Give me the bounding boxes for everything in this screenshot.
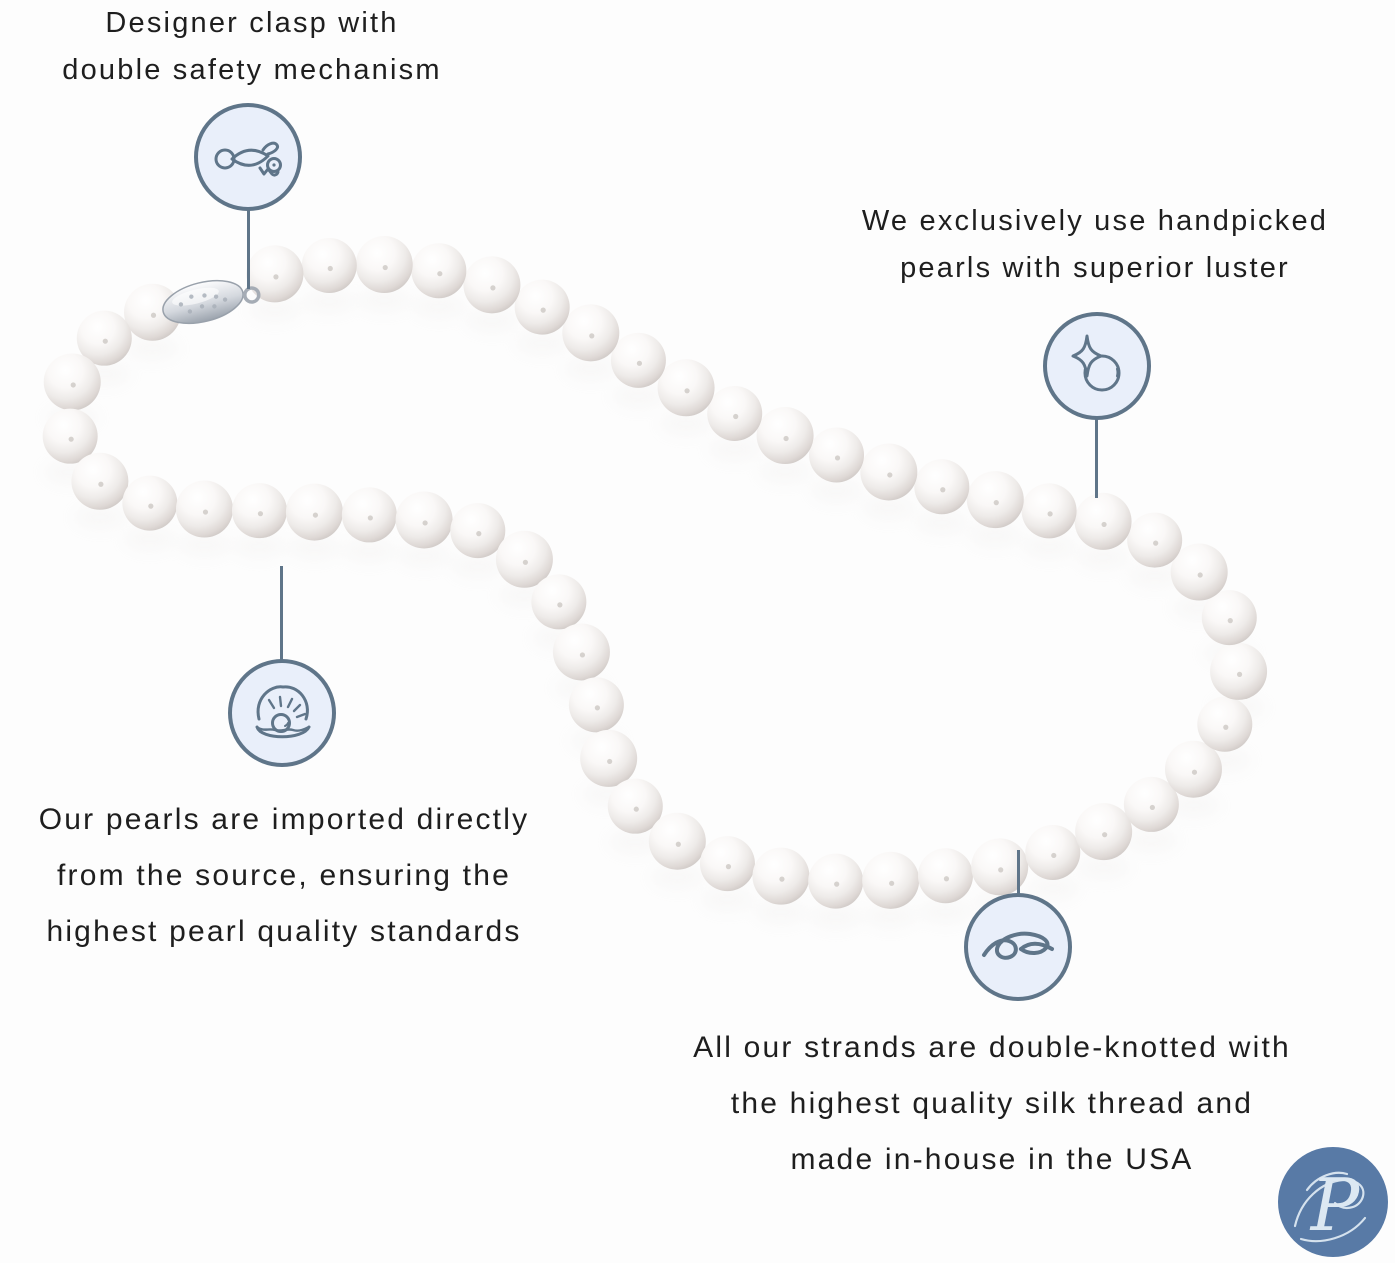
knotting-callout-line3: made in-house in the USA [790,1143,1194,1176]
surface-reflections [43,287,1266,931]
knotted-thread-icon [982,931,1054,960]
pearl-strand [42,236,1268,909]
script-p-logo-icon: P [1278,1147,1388,1257]
knotting-callout-line2: the highest quality silk thread and [730,1087,1254,1120]
luster-callout-line1: We exclusively use handpicked [861,205,1329,237]
clasp-callout-text: Designer clasp with double safety mechan… [0,0,512,94]
luster-callout-line2: pearls with superior luster [900,252,1290,284]
source-callout-line2: from the source, ensuring the [56,859,511,892]
silver-clasp [162,279,261,325]
source-callout-text: Our pearls are imported directly from th… [0,792,584,960]
luster-callout-text: We exclusively use handpicked pearls wit… [775,198,1395,292]
source-callout-line1: Our pearls are imported directly [38,803,530,836]
knotting-callout-line1: All our strands are double-knotted with [693,1031,1291,1064]
source-connector-line [280,566,283,661]
knotting-connector-line [1017,850,1020,895]
sparkling-pearl-icon [1071,334,1121,392]
oyster-with-pearl-icon [255,685,311,739]
knotting-callout-text: All our strands are double-knotted with … [612,1020,1372,1188]
luster-connector-line [1095,418,1098,498]
knotting-callout-badge [964,893,1072,1001]
clasp-callout-line2: double safety mechanism [62,54,442,86]
clasp-connector-line [247,209,250,289]
brand-logo: P [1277,1146,1389,1258]
clasp-callout-badge [194,103,302,211]
fish-clasp-icon [214,141,282,177]
logo-letter: P [1309,1163,1361,1247]
luster-callout-badge [1043,312,1151,420]
clasp-callout-line1: Designer clasp with [105,7,399,39]
source-callout-line3: highest pearl quality standards [46,915,522,948]
source-callout-badge [228,659,336,767]
